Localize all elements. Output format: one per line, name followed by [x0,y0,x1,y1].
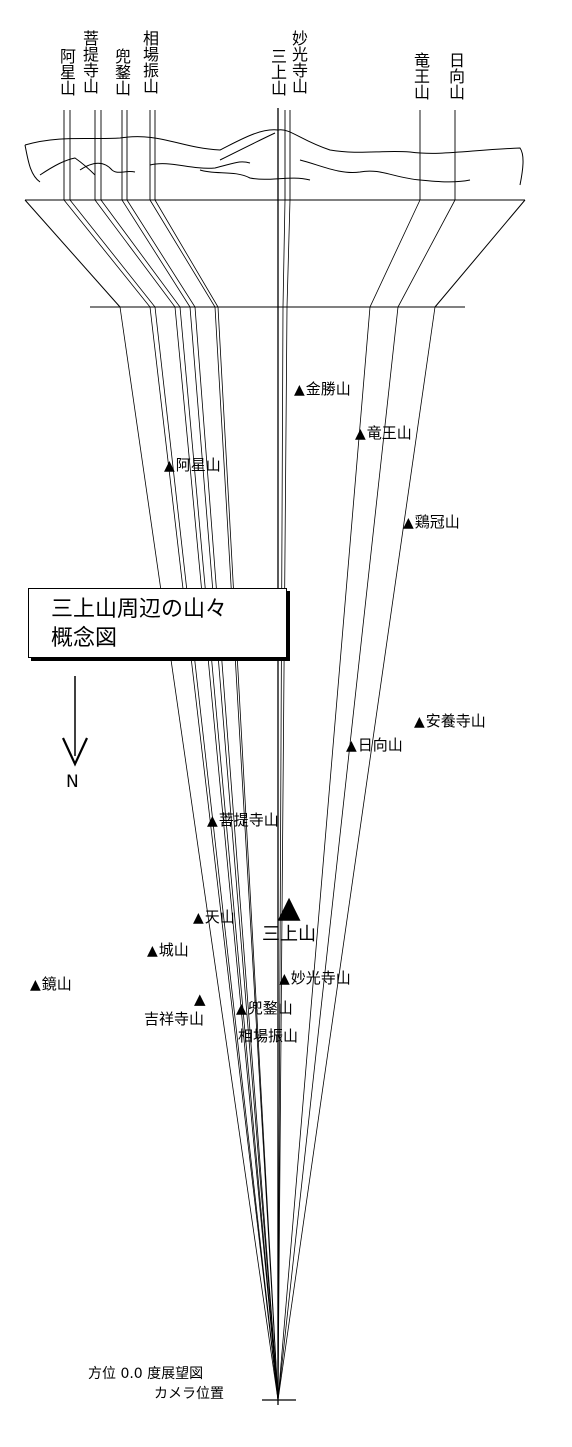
peak-bodaiji: ▲菩提寺山 [207,811,279,829]
north-label: N [66,772,79,792]
peak-kissho: ▲ 吉祥寺山 [134,990,214,1028]
peak-triangle-icon: ▲ [277,890,301,925]
peak-ryuo: ▲竜王山 [355,424,412,442]
panorama-label-mikami: 三上山 [268,48,287,96]
camera-caption-2: カメラ位置 [154,1386,224,1402]
peak-myokoji: ▲妙光寺山 [279,969,351,987]
peak-triangle-icon: ▲ [194,990,206,1008]
peak-sobafuri: 相場振山 [238,1027,299,1045]
peak-hinata: ▲日向山 [346,736,403,754]
diagram-title: 三上山周辺の山々 概念図 [28,588,287,658]
peak-triangle-icon: ▲ [164,458,175,474]
label-guides [63,110,456,200]
peak-asei: ▲阿星山 [164,456,221,474]
panorama-label-sobafuri: 相場振山 [140,30,159,94]
panorama-label-asei: 阿星山 [57,48,76,96]
north-arrow-icon [62,676,88,767]
peak-triangle-icon: ▲ [236,1001,247,1017]
peak-triangle-icon: ▲ [147,943,158,959]
panorama-label-kabuto: 兜鍪山 [112,48,131,96]
peak-triangle-icon: ▲ [355,426,366,442]
title-line-1: 三上山周辺の山々 [51,597,228,622]
peak-kabuto: ▲兜鍪山 [236,999,293,1017]
peak-triangle-icon: ▲ [279,971,290,987]
panorama-label-hinata: 日向山 [446,52,465,100]
peak-kagami: ▲鏡山 [30,975,72,993]
peak-ten: ▲天山 [193,908,235,926]
peak-triangle-icon: ▲ [207,813,218,829]
peak-kanekatsu: ▲金勝山 [294,380,351,398]
peak-keikan: ▲鶏冠山 [403,513,460,531]
projection-frame [24,199,526,308]
panorama-label-myokoji: 妙光寺山 [289,30,308,94]
peak-triangle-icon: ▲ [414,714,425,730]
sight-lines [63,199,456,1401]
peak-triangle-icon: ▲ [30,977,41,993]
peak-anyoji: ▲安養寺山 [414,712,486,730]
title-line-2: 概念図 [51,626,118,651]
panorama-label-bodaiji: 菩提寺山 [80,30,99,94]
peak-mikami: ▲ 三上山 [262,890,316,946]
ridge-sketch [24,129,524,186]
peak-triangle-icon: ▲ [294,382,305,398]
panorama-label-ryuo: 竜王山 [411,52,430,100]
peak-jo: ▲城山 [147,941,189,959]
peak-triangle-icon: ▲ [193,910,204,926]
peak-triangle-icon: ▲ [346,738,357,754]
peak-triangle-icon: ▲ [403,515,414,531]
camera-caption-1: 方位 0.0 度展望図 [88,1366,204,1382]
